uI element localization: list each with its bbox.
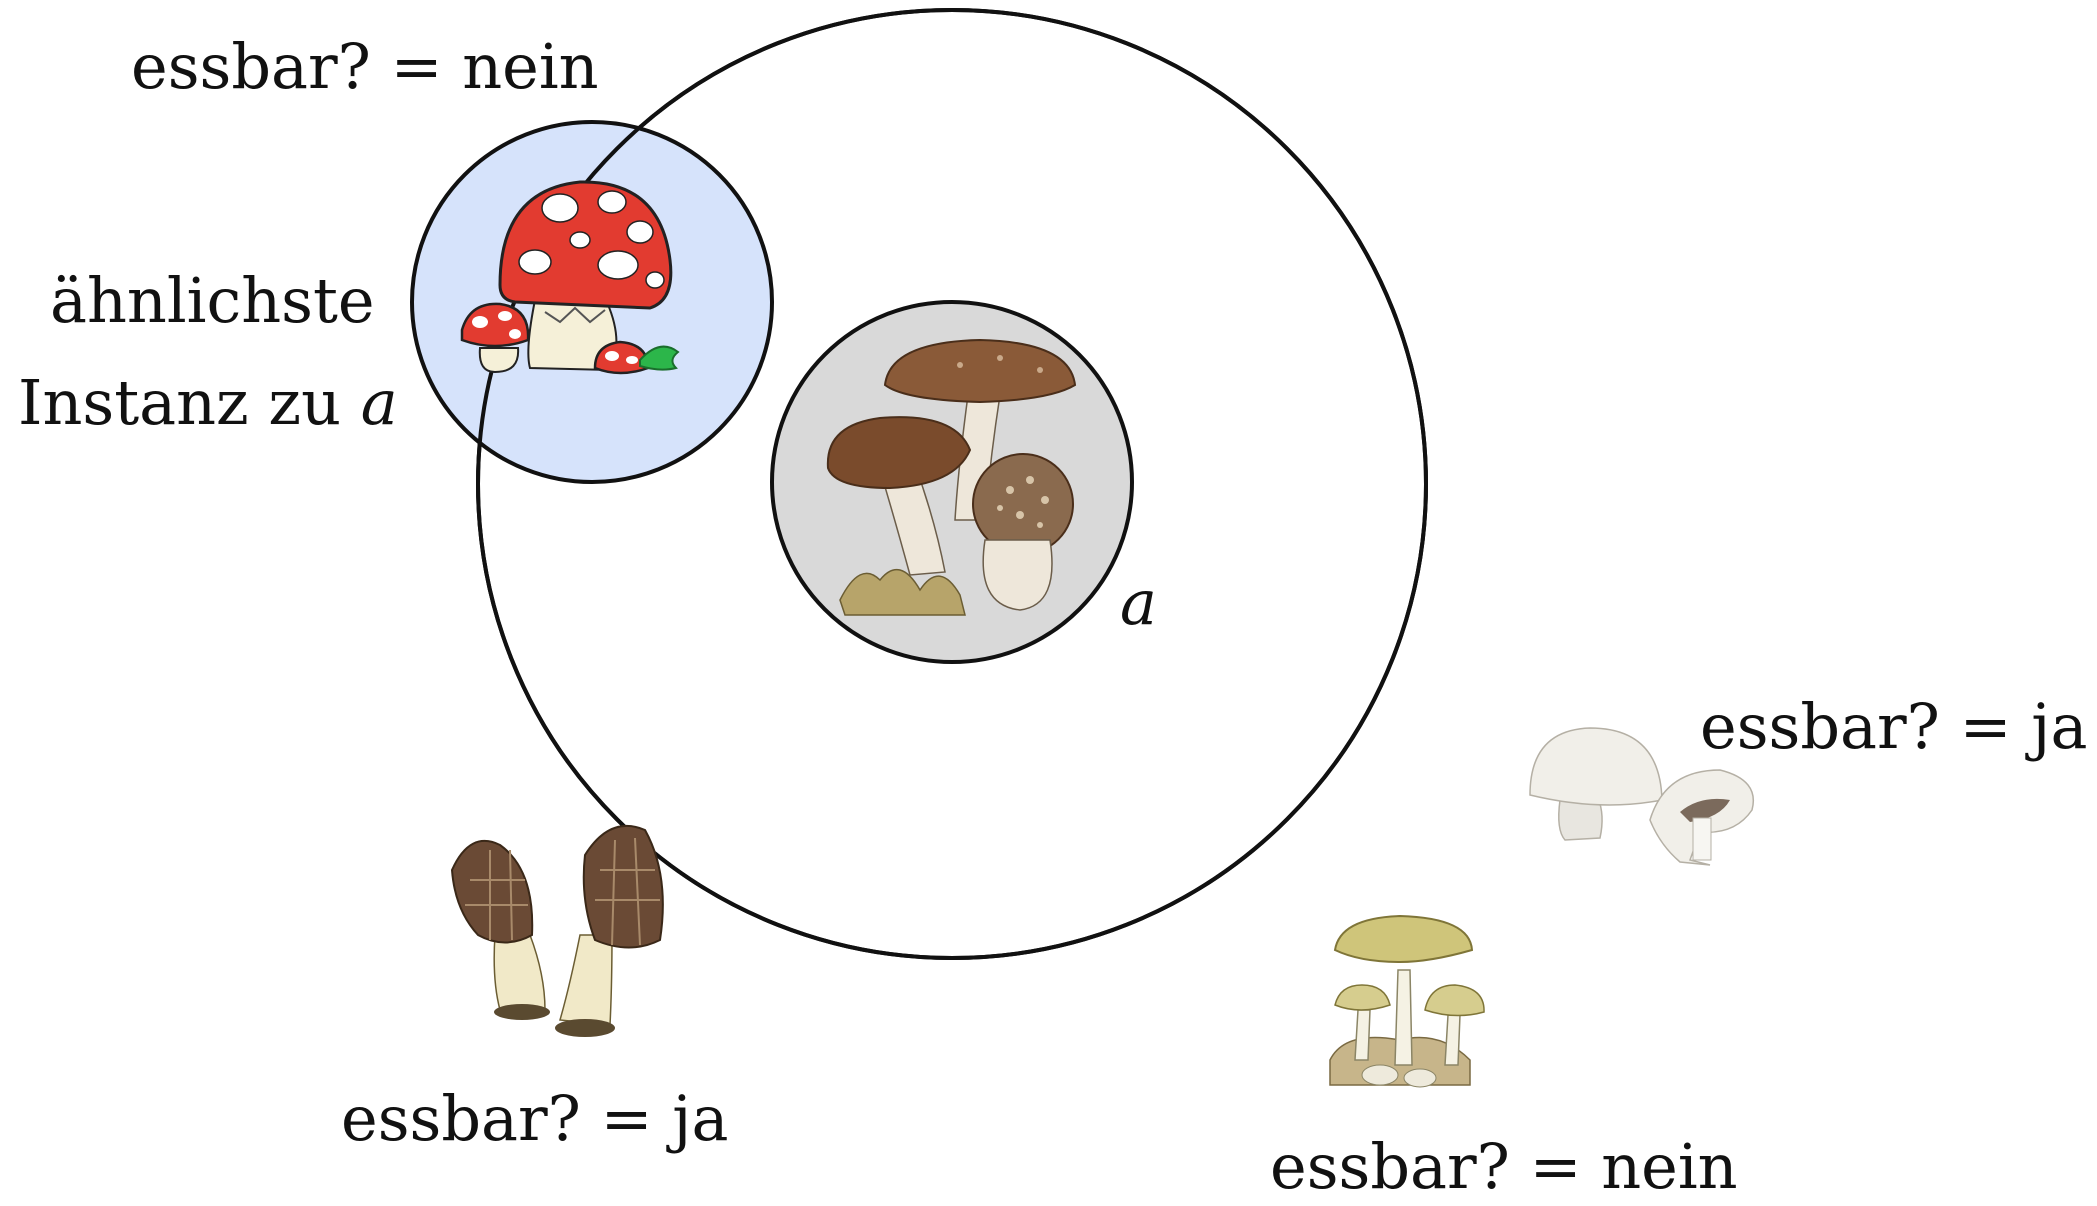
label-nearest-line1: ähnlichste	[50, 270, 375, 332]
morel-mushroom-icon	[452, 826, 663, 1037]
label-bottom-right: essbar? = nein	[1270, 1136, 1738, 1198]
label-query-a: a	[1120, 572, 1157, 634]
death-cap-mushroom-icon	[1330, 916, 1484, 1087]
label-top-left: essbar? = nein	[131, 36, 599, 98]
label-right-top: essbar? = ja	[1700, 696, 2087, 758]
label-bottom-left: essbar? = ja	[341, 1088, 728, 1150]
label-nearest-line2: Instanz zu a	[18, 372, 398, 434]
label-nearest-line2-text: Instanz zu	[18, 366, 361, 439]
label-nearest-line2-var: a	[361, 366, 398, 439]
